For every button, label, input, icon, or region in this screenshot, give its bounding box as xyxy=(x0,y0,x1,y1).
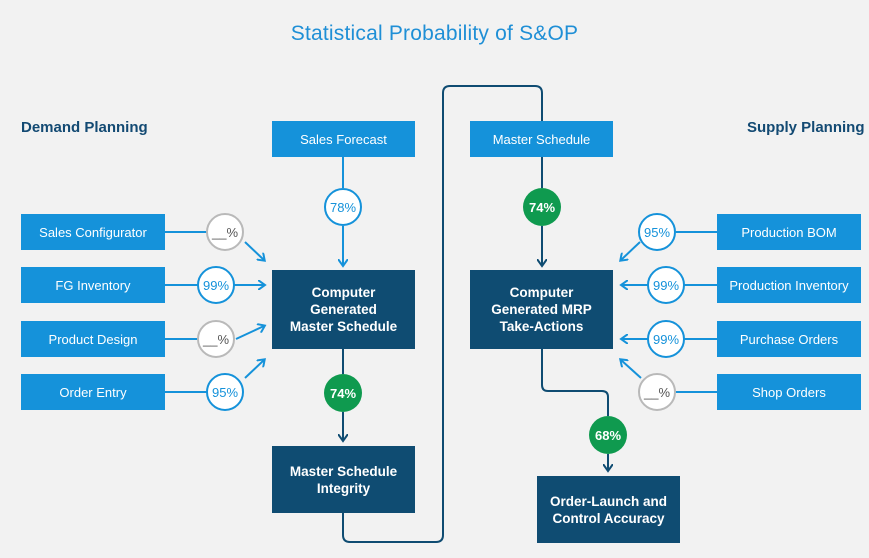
pct-purchase-orders: 99% xyxy=(647,320,685,358)
box-order-launch-control-accuracy: Order-Launch and Control Accuracy xyxy=(537,476,680,543)
box-shop-orders: Shop Orders xyxy=(717,374,861,410)
pct-fg-inventory: 99% xyxy=(197,266,235,304)
arrow-product-design xyxy=(235,326,264,340)
box-computer-generated-master-schedule: Computer Generated Master Schedule xyxy=(272,270,415,349)
input-label: Product Design xyxy=(48,331,138,347)
arrow-production-bom xyxy=(621,241,641,260)
input-label: Purchase Orders xyxy=(739,331,839,347)
olca-label: Order-Launch and Control Accuracy xyxy=(549,493,667,526)
input-label: Sales Configurator xyxy=(39,224,147,240)
input-label: Production Inventory xyxy=(729,277,849,293)
box-sales-forecast: Sales Forecast xyxy=(272,121,415,157)
box-sales-configurator: Sales Configurator xyxy=(21,214,165,250)
pct-sales-forecast-flow: 78% xyxy=(324,188,362,226)
box-production-inventory: Production Inventory xyxy=(717,267,861,303)
pct-production-inventory: 99% xyxy=(647,266,685,304)
box-order-entry: Order Entry xyxy=(21,374,165,410)
box-production-bom: Production BOM xyxy=(717,214,861,250)
pct-cgmrp-to-olca: 68% xyxy=(589,416,627,454)
diagram-title: Statistical Probability of S&OP xyxy=(290,22,579,45)
arrow-sales-configurator xyxy=(244,241,264,260)
box-fg-inventory: FG Inventory xyxy=(21,267,165,303)
connector-msi-to-master-schedule xyxy=(342,85,543,543)
section-demand-planning: Demand Planning xyxy=(21,119,148,136)
input-label: Production BOM xyxy=(741,224,837,240)
input-label: FG Inventory xyxy=(55,277,131,293)
box-sales-forecast-label: Sales Forecast xyxy=(300,131,387,147)
input-label: Shop Orders xyxy=(752,384,826,400)
box-master-schedule-label: Master Schedule xyxy=(492,131,591,147)
section-supply-planning: Supply Planning xyxy=(747,119,865,136)
line-cgmrp-olca xyxy=(541,349,609,416)
pct-cgms-to-msi: 74% xyxy=(324,374,362,412)
pct-product-design: __% xyxy=(197,320,235,358)
pct-production-bom: 95% xyxy=(638,213,676,251)
pct-sales-configurator: __% xyxy=(206,213,244,251)
cgmrp-label: Computer Generated MRP Take-Actions xyxy=(491,285,592,334)
box-master-schedule: Master Schedule xyxy=(470,121,613,157)
box-master-schedule-integrity: Master Schedule Integrity xyxy=(272,446,415,513)
pct-order-entry: 95% xyxy=(206,373,244,411)
arrow-shop-orders xyxy=(621,360,642,379)
cgms-label: Computer Generated Master Schedule xyxy=(289,285,398,334)
box-purchase-orders: Purchase Orders xyxy=(717,321,861,357)
pct-ms-to-cgmrp: 74% xyxy=(523,188,561,226)
arrow-order-entry xyxy=(244,360,264,379)
msi-label: Master Schedule Integrity xyxy=(289,463,398,496)
input-label: Order Entry xyxy=(59,384,127,400)
pct-shop-orders: __% xyxy=(638,373,676,411)
box-computer-generated-mrp: Computer Generated MRP Take-Actions xyxy=(470,270,613,349)
box-product-design: Product Design xyxy=(21,321,165,357)
